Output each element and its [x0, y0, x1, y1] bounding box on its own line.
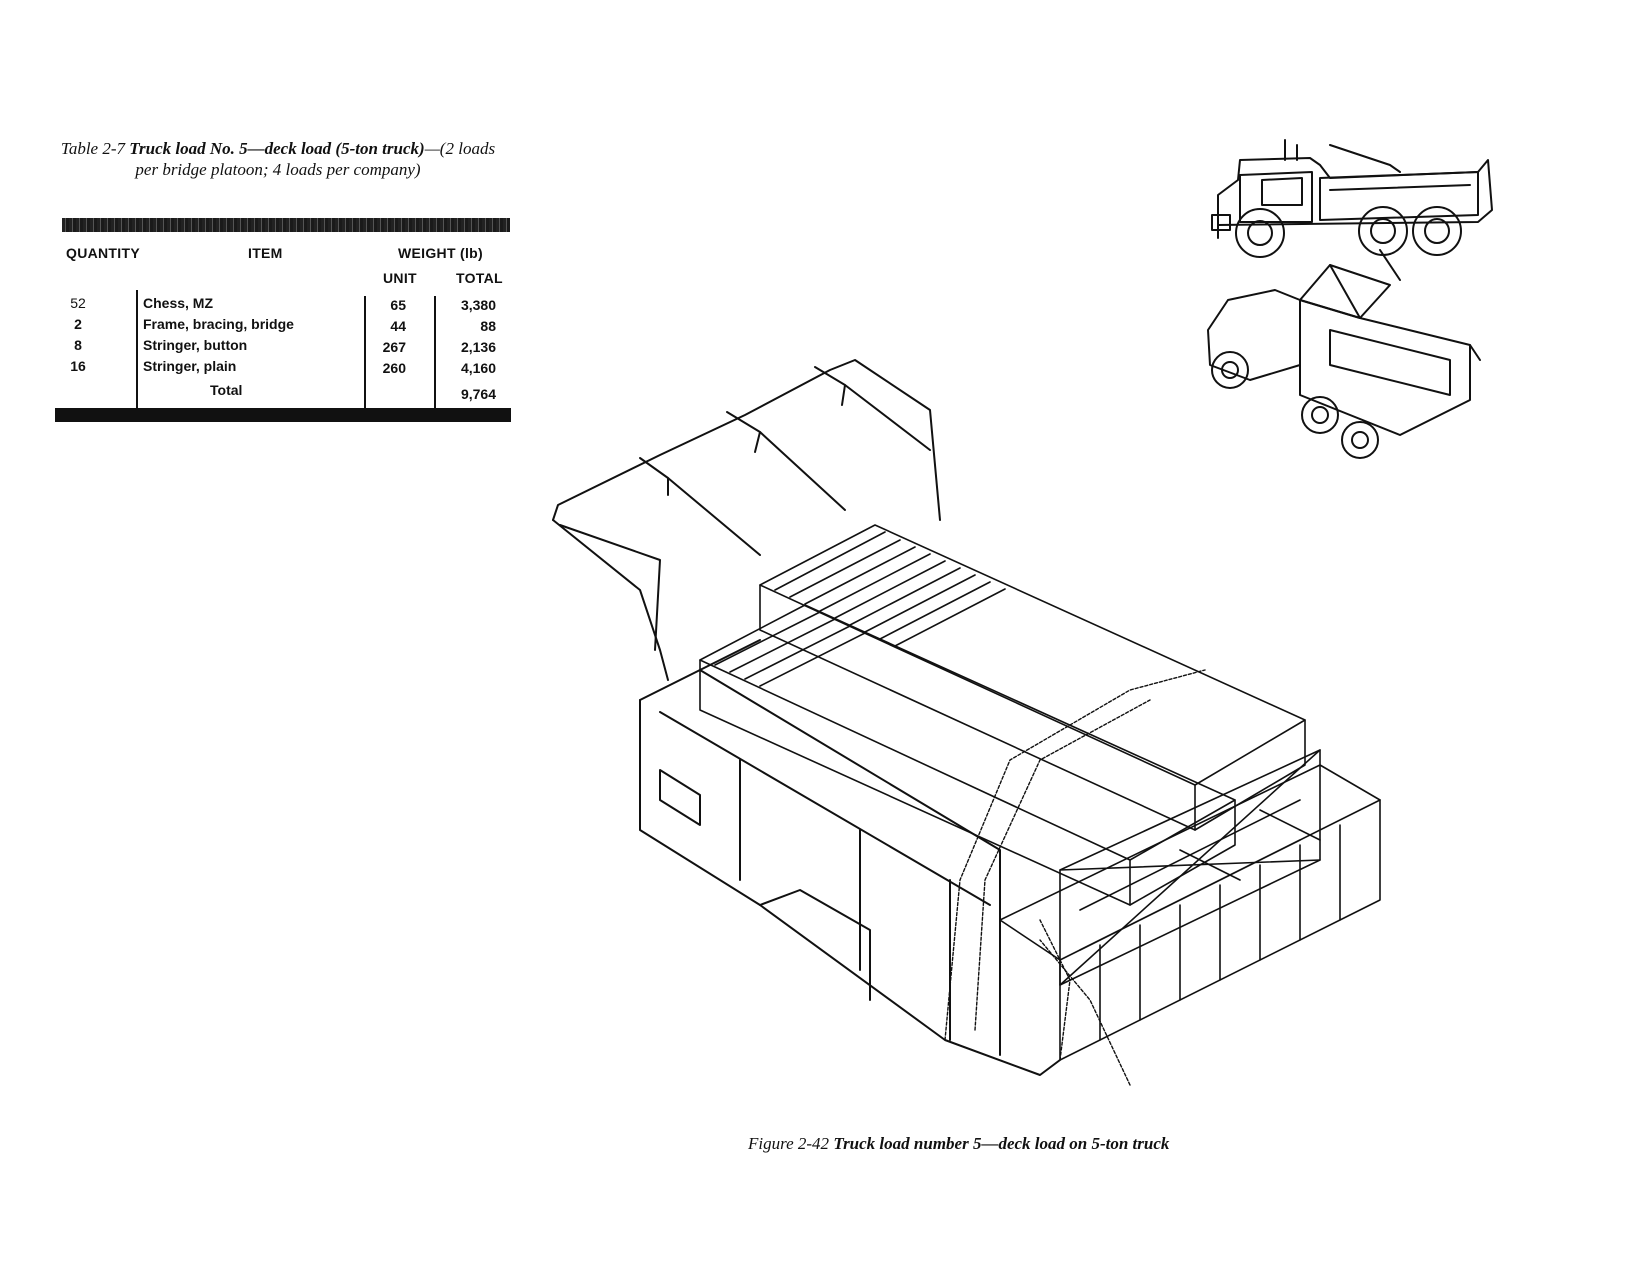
row-item: Chess, MZ	[143, 295, 214, 311]
row-quantity: 16	[70, 358, 86, 374]
row-quantity: 2	[74, 316, 82, 332]
row-item: Stringer, plain	[143, 358, 237, 374]
row-quantity: 8	[74, 337, 82, 353]
deck-load-illustration	[552, 359, 1381, 1086]
table-caption: Table 2-7 Truck load No. 5—deck load (5-…	[58, 138, 498, 180]
header-unit: UNIT	[383, 270, 417, 286]
truck-perspective-icon	[1207, 249, 1481, 459]
truck-side-view-icon	[1211, 139, 1493, 258]
row-quantity: 52	[70, 295, 86, 311]
total-value: 9,764	[460, 386, 496, 402]
row-unit: 260	[382, 360, 406, 376]
table-bottom-rule	[55, 408, 511, 422]
header-weight: WEIGHT (lb)	[398, 245, 483, 261]
column-divider	[364, 296, 366, 408]
row-item: Frame, bracing, bridge	[143, 316, 294, 332]
column-divider	[136, 290, 138, 408]
row-unit: 44	[390, 318, 406, 334]
table-caption-prefix: Table 2-7	[60, 139, 125, 158]
figure-caption-title: Truck load number 5—deck load on 5-ton t…	[833, 1134, 1170, 1153]
row-item: Stringer, button	[143, 337, 248, 353]
row-total: 2,136	[460, 339, 496, 355]
table-caption-rest: —(2 loads per bridge platoon; 4 loads pe…	[135, 139, 496, 179]
truck-illustration	[552, 139, 1493, 1086]
column-divider	[434, 296, 436, 408]
header-item: ITEM	[248, 245, 283, 261]
figure-caption-prefix: Figure 2-42	[748, 1134, 830, 1153]
row-total: 3,380	[460, 297, 496, 313]
table-caption-title: Truck load No. 5—deck load (5-ton truck)	[129, 139, 425, 158]
row-unit: 65	[390, 297, 406, 313]
row-total: 88	[480, 318, 496, 334]
total-label: Total	[210, 382, 243, 398]
header-total: TOTAL	[456, 270, 503, 286]
table-top-rule	[62, 218, 510, 232]
row-unit: 267	[382, 339, 406, 355]
figure-caption: Figure 2-42 Truck load number 5—deck loa…	[748, 1134, 1268, 1154]
row-total: 4,160	[460, 360, 496, 376]
header-quantity: QUANTITY	[66, 245, 140, 261]
